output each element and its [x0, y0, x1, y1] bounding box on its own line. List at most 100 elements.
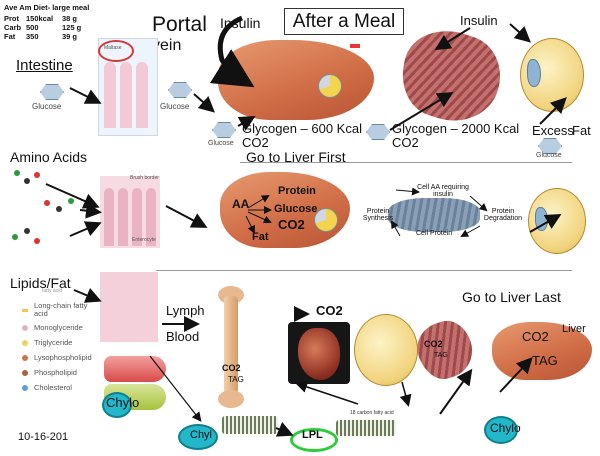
- atom-icon: [34, 172, 40, 178]
- protein-synthesis-label: Protein Synthesis: [362, 208, 394, 223]
- legend-item: Cholesterol: [22, 383, 72, 392]
- glycogen-pie-icon: [318, 74, 342, 98]
- lipid-legend: Long-chain fatty acid Monoglyceride Trig…: [22, 296, 112, 400]
- legend-label: Lysophospholipid: [34, 353, 92, 362]
- arrow-icon: [399, 381, 412, 407]
- co2-heart-label: CO2: [316, 303, 343, 318]
- legend-item: Monoglyceride: [22, 323, 83, 332]
- glucose-label-4: Glucose: [536, 152, 562, 159]
- protein-degradation-label: Protein Degradation: [483, 208, 523, 223]
- villus: [132, 188, 142, 246]
- protein-label: Protein: [278, 185, 316, 197]
- blood-vessel-illustration: [104, 356, 166, 382]
- go-liver-first-label: Go to Liver First: [246, 149, 346, 165]
- enterocyte-label: Enterocyte: [132, 237, 156, 243]
- legend-swatch-icon: [22, 308, 28, 312]
- diet-title: Ave Am Diet- large meal: [4, 3, 90, 12]
- legend-label: Long-chain fatty acid: [34, 301, 88, 319]
- diet-name: Carb: [4, 23, 22, 32]
- cell-nucleus: [527, 59, 541, 87]
- lipoprotein-strand: [336, 420, 396, 436]
- legend-swatch-icon: [22, 369, 28, 376]
- liver-red-tag: [350, 44, 360, 48]
- excess-label: Excess: [532, 123, 574, 138]
- blood-label: Blood: [166, 329, 200, 344]
- legend-item: Lysophospholipid: [22, 353, 92, 362]
- villus: [146, 188, 156, 246]
- glucose-molecule-icon: [538, 138, 562, 154]
- glucose-molecule-icon: [168, 82, 192, 98]
- lipid-intestine-panel: [100, 272, 158, 342]
- lipoprotein-strand: [222, 416, 278, 434]
- go-liver-last-label: Go to Liver Last: [462, 289, 561, 305]
- legend-swatch-icon: [22, 324, 28, 331]
- amino-acids-label: Amino Acids: [10, 149, 88, 165]
- glucose-label-1: Glucose: [32, 102, 62, 111]
- atom-icon: [44, 200, 50, 206]
- maltase-highlight-circle: [98, 40, 134, 62]
- co2-bone-label: CO2: [222, 363, 241, 373]
- fatty-acid-label: 18 carbon fatty acid: [350, 410, 394, 416]
- diet-kcal: 350: [26, 32, 39, 41]
- co2-liver-bottom-label: CO2: [522, 329, 549, 344]
- chylomicron-icon: [484, 416, 518, 444]
- villus: [120, 62, 132, 128]
- villus: [104, 188, 114, 246]
- fat-protein-label: Fat: [252, 231, 269, 243]
- atom-icon: [68, 198, 74, 204]
- co2-muscle-bottom-label: CO2: [424, 339, 443, 349]
- portal-label: Portal: [152, 13, 207, 36]
- cell-protein-label: Cell Protein: [416, 230, 453, 237]
- fatty-acid-top-label: fatty acid: [42, 288, 63, 294]
- legend-label: Cholesterol: [34, 383, 72, 392]
- insulin-right-label: Insulin: [460, 13, 498, 28]
- legend-item: Triglyceride: [22, 338, 72, 347]
- legend-item: Phospholipid: [22, 368, 77, 377]
- co2-liver-label: CO2: [242, 135, 269, 150]
- liver-label: Liver: [562, 323, 586, 335]
- chyl-label: Chyl: [190, 429, 213, 441]
- brush-border-label: Brush border: [130, 175, 159, 181]
- date-label: 10-16-201: [18, 431, 69, 443]
- villus: [104, 62, 116, 128]
- cell-aa-label: Cell AA requiring insulin: [417, 184, 469, 199]
- page-title: After a Meal: [292, 11, 396, 32]
- muscle-fiber-illustration: [388, 198, 480, 232]
- legend-label: Phospholipid: [34, 368, 77, 377]
- legend-label: Monoglyceride: [34, 323, 83, 332]
- chylomicron-icon: [102, 392, 132, 418]
- vein-label: vein: [152, 37, 182, 54]
- diet-name: Fat: [4, 32, 16, 41]
- tag-muscle-label: TAG: [434, 352, 448, 359]
- arrow-icon: [509, 23, 531, 43]
- lipids-fat-label: Lipids/Fat: [10, 275, 71, 291]
- atom-icon: [34, 238, 40, 244]
- diet-row: Prot 150kcal 38 g: [4, 14, 82, 23]
- bone-illustration: [218, 286, 272, 410]
- diet-table: Prot 150kcal 38 g Carb 500 125 g Fat 350…: [4, 14, 82, 41]
- tag-liver-label: TAG: [532, 353, 558, 368]
- lpl-enzyme-badge: [290, 428, 338, 452]
- villus: [118, 188, 128, 246]
- atom-icon: [24, 178, 30, 184]
- liver-illustration: [218, 40, 374, 120]
- legend-swatch-icon: [22, 339, 28, 346]
- diet-row: Fat 350 39 g: [4, 32, 82, 41]
- muscle-illustration: [390, 19, 512, 133]
- arrow-icon: [69, 221, 102, 237]
- tag-bone-label: TAG: [228, 375, 244, 384]
- fat-label: Fat: [572, 123, 591, 138]
- legend-label: Triglyceride: [34, 338, 73, 347]
- diet-grams: 39 g: [62, 32, 78, 41]
- diet-grams: 125 g: [62, 23, 82, 32]
- diet-row: Carb 500 125 g: [4, 23, 82, 32]
- co2-muscle-label: CO2: [392, 135, 419, 150]
- bone-shaft: [224, 296, 238, 394]
- diet-name: Prot: [4, 14, 19, 23]
- amino-acid-molecule-icon: [44, 196, 74, 218]
- cell-nucleus: [535, 207, 548, 231]
- section-divider: [156, 270, 572, 271]
- title-box: After a Meal: [284, 8, 404, 35]
- atom-icon: [12, 234, 18, 240]
- arrow-icon: [193, 93, 215, 113]
